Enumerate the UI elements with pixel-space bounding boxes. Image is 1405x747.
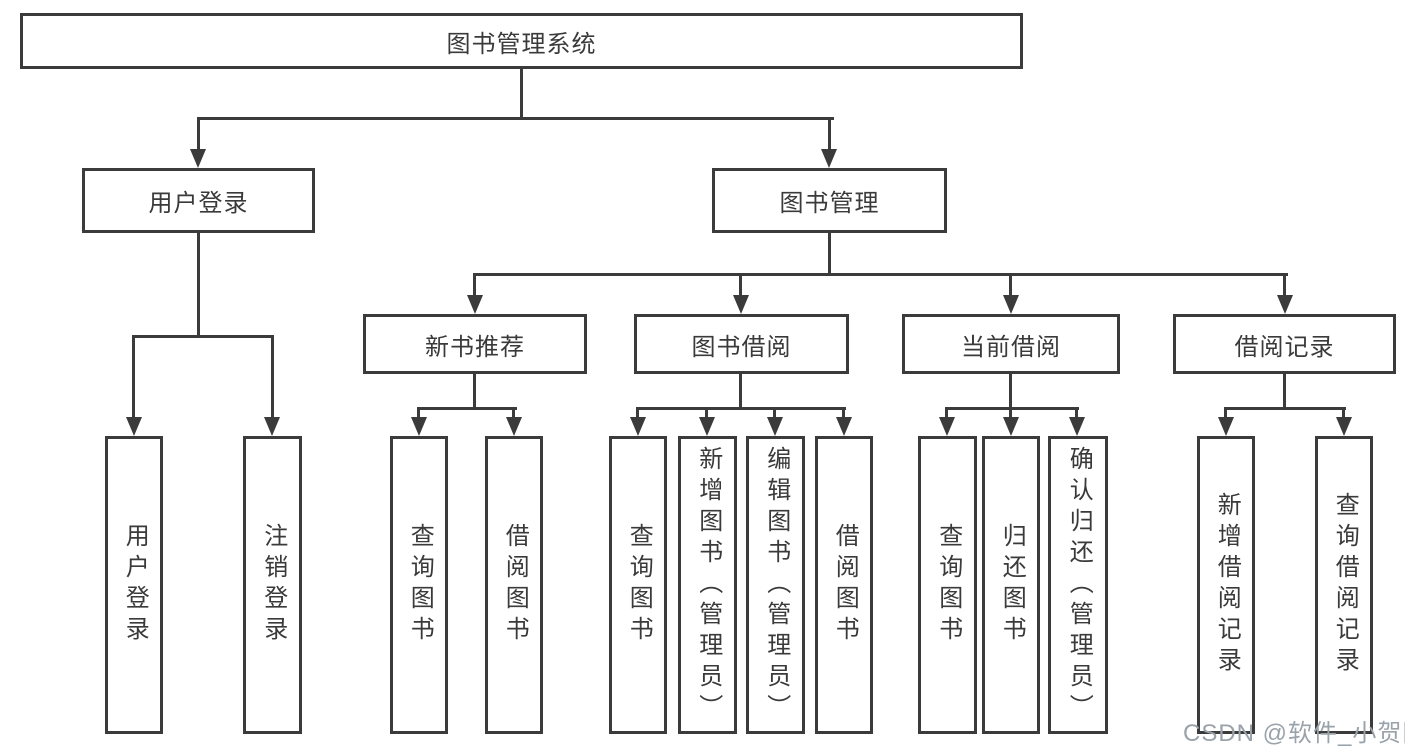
- node-book-management-label: 图书管理: [779, 190, 880, 217]
- node-borrowing-records: 借阅记录: [1173, 314, 1396, 374]
- leaf-borrow-query-books: 查询图书: [609, 436, 667, 734]
- connector-line: [842, 407, 845, 419]
- leaf-return-books-label: 归还图书: [998, 523, 1026, 647]
- leaf-edit-books-admin-label: 编辑图书（管理员）: [762, 445, 790, 725]
- arrowhead-down-icon: [699, 417, 715, 436]
- node-book-borrowing-label: 图书借阅: [691, 333, 792, 361]
- leaf-query-borrow-record: 查询借阅记录: [1315, 436, 1373, 734]
- arrowhead-down-icon: [506, 417, 522, 436]
- arrowhead-down-icon: [411, 417, 427, 436]
- connector-line: [520, 69, 523, 119]
- connector-line: [1342, 407, 1345, 419]
- node-current-borrowing-label: 当前借阅: [961, 333, 1061, 361]
- leaf-recommend-borrow-books: 借阅图书: [485, 436, 543, 734]
- arrowhead-down-icon: [1277, 295, 1293, 314]
- connector-line: [828, 117, 831, 150]
- connector-line: [773, 407, 776, 419]
- leaf-query-borrow-record-label: 查询借阅记录: [1331, 492, 1359, 678]
- leaf-user-login: 用户登录: [105, 436, 163, 734]
- arrowhead-down-icon: [767, 417, 783, 436]
- leaf-current-query-books-label: 查询图书: [934, 523, 962, 647]
- connector-line: [132, 335, 135, 418]
- connector-line: [1224, 407, 1346, 410]
- arrowhead-down-icon: [264, 417, 280, 436]
- arrowhead-down-icon: [821, 149, 837, 168]
- connector-line: [945, 407, 1079, 410]
- connector-line: [739, 273, 742, 296]
- connector-line: [197, 233, 200, 337]
- leaf-current-query-books: 查询图书: [918, 436, 977, 734]
- leaf-add-borrow-record: 新增借阅记录: [1197, 436, 1255, 734]
- connector-line: [1283, 374, 1286, 410]
- connector-line: [197, 117, 834, 120]
- node-borrowing-records-label: 借阅记录: [1234, 333, 1335, 361]
- connector-line: [473, 374, 476, 410]
- connector-line: [1224, 407, 1227, 419]
- leaf-confirm-return-admin-label: 确认归还（管理员）: [1065, 445, 1093, 725]
- arrowhead-down-icon: [190, 149, 206, 168]
- leaf-borrow-books: 借阅图书: [815, 436, 873, 734]
- arrowhead-down-icon: [630, 417, 646, 436]
- connector-line: [417, 407, 517, 410]
- arrowhead-down-icon: [1003, 417, 1019, 436]
- connector-line: [271, 335, 274, 418]
- csdn-watermark: CSDN @软件_小贺同学: [1183, 720, 1405, 747]
- node-new-book-recommend: 新书推荐: [363, 314, 587, 374]
- arrowhead-down-icon: [939, 417, 955, 436]
- node-book-borrowing: 图书借阅: [634, 314, 849, 374]
- connector-line: [1009, 273, 1012, 296]
- connector-line: [417, 407, 420, 419]
- node-root-label: 图书管理系统: [446, 30, 597, 58]
- connector-line: [828, 233, 831, 276]
- node-user-login: 用户登录: [82, 168, 315, 233]
- connector-line: [1009, 374, 1012, 410]
- leaf-return-books: 归还图书: [982, 436, 1040, 734]
- leaf-edit-books-admin: 编辑图书（管理员）: [746, 436, 805, 734]
- arrowhead-down-icon: [836, 417, 852, 436]
- connector-line: [1075, 407, 1078, 419]
- leaf-user-login-label: 用户登录: [121, 523, 149, 647]
- node-book-management: 图书管理: [712, 168, 947, 233]
- connector-line: [197, 117, 200, 150]
- leaf-add-books-admin: 新增图书（管理员）: [678, 436, 737, 734]
- leaf-logout-label: 注销登录: [259, 523, 287, 647]
- arrowhead-down-icon: [126, 417, 142, 436]
- connector-line: [473, 273, 476, 296]
- node-current-borrowing: 当前借阅: [902, 314, 1120, 374]
- arrowhead-down-icon: [1218, 417, 1234, 436]
- leaf-recommend-query-books: 查询图书: [390, 436, 448, 734]
- node-new-book-recommend-label: 新书推荐: [425, 333, 525, 361]
- arrowhead-down-icon: [733, 295, 749, 314]
- arrowhead-down-icon: [1003, 295, 1019, 314]
- connector-line: [945, 407, 948, 419]
- connector-line: [636, 407, 846, 410]
- connector-line: [739, 374, 742, 410]
- connector-line: [1283, 273, 1286, 296]
- node-user-login-label: 用户登录: [148, 190, 249, 217]
- leaf-add-borrow-record-label: 新增借阅记录: [1213, 492, 1241, 678]
- leaf-logout: 注销登录: [243, 436, 302, 734]
- leaf-add-books-admin-label: 新增图书（管理员）: [694, 445, 722, 725]
- leaf-confirm-return-admin: 确认归还（管理员）: [1048, 436, 1108, 734]
- node-root: 图书管理系统: [20, 13, 1023, 69]
- connector-line: [1009, 407, 1012, 419]
- connector-line: [705, 407, 708, 419]
- leaf-recommend-query-books-label: 查询图书: [406, 523, 434, 647]
- connector-line: [473, 273, 1288, 276]
- leaf-recommend-borrow-books-label: 借阅图书: [501, 523, 529, 647]
- leaf-borrow-books-label: 借阅图书: [831, 523, 859, 647]
- leaf-borrow-query-books-label: 查询图书: [625, 523, 653, 647]
- arrowhead-down-icon: [1069, 417, 1085, 436]
- connector-line: [512, 407, 515, 419]
- arrowhead-down-icon: [1336, 417, 1352, 436]
- arrowhead-down-icon: [467, 295, 483, 314]
- connector-line: [636, 407, 639, 419]
- connector-line: [132, 335, 274, 338]
